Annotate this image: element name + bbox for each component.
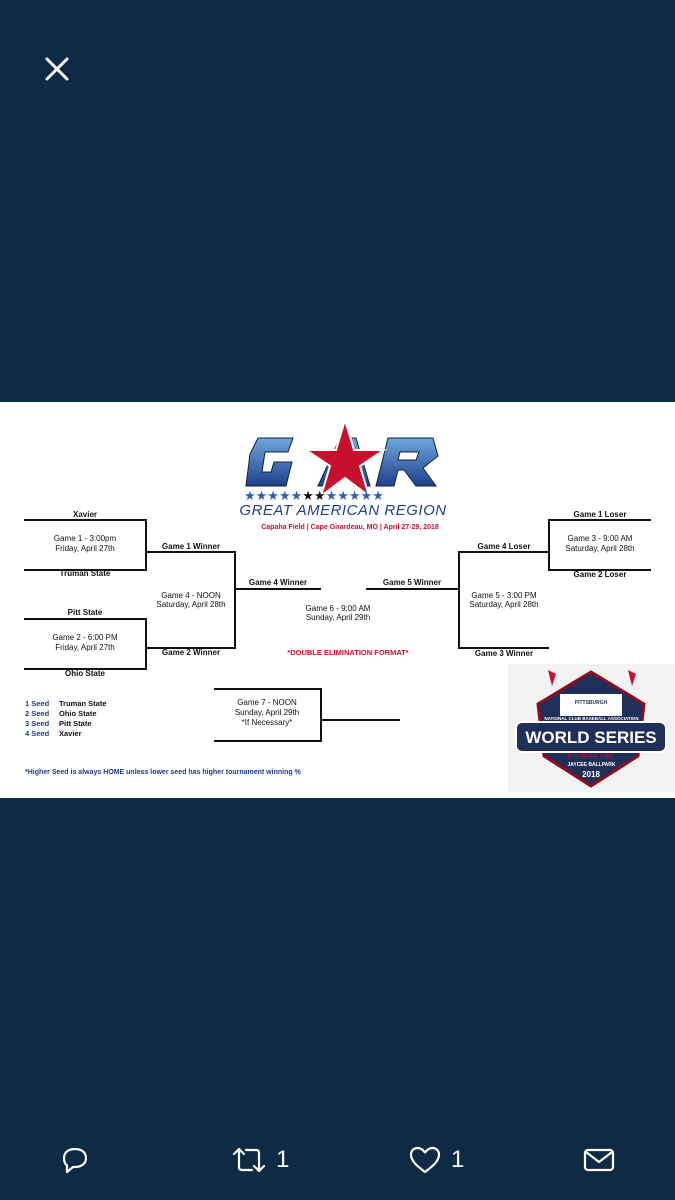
game5-label: Game 5 - 3:00 PM — [471, 591, 537, 600]
mail-icon — [583, 1148, 615, 1172]
ws-year: 2018 — [582, 770, 600, 779]
game2-loser-label: Game 2 Loser — [573, 570, 627, 579]
line — [366, 588, 459, 590]
heart-icon — [409, 1146, 441, 1174]
team-truman-state: Truman State — [59, 569, 111, 578]
like-button[interactable]: 1 — [407, 1132, 464, 1188]
line — [548, 519, 550, 571]
line — [145, 519, 147, 571]
venue-subtitle: Capaha Field | Cape Girardeau, MO | Apri… — [261, 524, 439, 531]
like-count: 1 — [451, 1146, 465, 1173]
line — [145, 618, 147, 670]
game3-label: Game 3 - 9:00 AM — [567, 534, 633, 543]
line — [459, 551, 549, 553]
tweet-photo: ★★★★★★★★★★★★ GREAT AMERICAN REGION Capah… — [0, 402, 675, 798]
game3-date: Saturday, April 28th — [565, 544, 635, 553]
ws-assoc: NATIONAL CLUB BASEBALL ASSOCIATION — [544, 716, 639, 721]
line — [549, 519, 651, 521]
world-series-logo: PITTSBURGH NATIONAL CLUB BASEBALL ASSOCI… — [508, 664, 675, 792]
share-button[interactable] — [582, 1132, 616, 1188]
game1-winner-label: Game 1 Winner — [161, 542, 221, 551]
team-ohio-state: Ohio State — [64, 669, 105, 678]
line — [458, 551, 460, 649]
game7-label: Game 7 - NOON — [237, 698, 297, 707]
game5-date: Saturday, April 28th — [469, 600, 539, 609]
line — [235, 588, 321, 590]
line — [146, 647, 236, 649]
game3-winner-label: Game 3 Winner — [474, 649, 534, 658]
game5-winner-label: Game 5 Winner — [382, 578, 442, 587]
ws-top: PITTSBURGH — [574, 700, 608, 706]
footnote: *Higher Seed is always HOME unless lower… — [25, 769, 301, 776]
line — [146, 551, 236, 553]
gar-logo: ★★★★★★★★★★★★ GREAT AMERICAN REGION — [238, 416, 448, 526]
game7-date: Sunday, April 29th — [234, 708, 300, 717]
tweet-actions-bar: 1 1 — [0, 1132, 675, 1188]
game7-box — [214, 688, 322, 742]
game4-label: Game 4 - NOON — [161, 591, 221, 600]
line — [459, 647, 549, 649]
game2-date: Friday, April 27th — [55, 643, 115, 652]
game1-loser-label: Game 1 Loser — [573, 510, 627, 519]
line — [24, 668, 146, 670]
game2-winner-label: Game 2 Winner — [161, 648, 221, 657]
team-xavier: Xavier — [72, 510, 98, 519]
game4-winner-label: Game 4 Winner — [248, 578, 308, 587]
retweet-button[interactable]: 1 — [230, 1132, 289, 1188]
game1-label: Game 1 - 3:00pm — [53, 534, 117, 543]
logo-stars: ★★★★★★★★★★★★ — [244, 488, 384, 503]
game7-note: *If Necessary* — [241, 718, 293, 727]
game6-label: Game 6 - 9:00 AM — [305, 604, 371, 613]
close-button[interactable] — [36, 48, 78, 90]
reply-button[interactable] — [58, 1132, 92, 1188]
gar-logo-mark — [245, 416, 439, 499]
line — [234, 551, 236, 649]
ws-park: JAYCEE BALLPARK — [567, 762, 616, 768]
line — [549, 569, 651, 571]
ws-main: WORLD SERIES — [525, 728, 657, 747]
line — [24, 519, 146, 521]
ws-div: DIVISION TWO — [568, 754, 615, 760]
retweet-count: 1 — [276, 1146, 290, 1173]
reply-icon — [62, 1147, 88, 1174]
retweet-icon — [232, 1147, 266, 1173]
game4-loser-label: Game 4 Loser — [477, 542, 531, 551]
line — [24, 569, 146, 571]
game2-label: Game 2 - 6:00 PM — [52, 633, 118, 642]
format-note: *DOUBLE ELIMINATION FORMAT* — [287, 648, 409, 657]
line — [24, 618, 146, 620]
team-pitt-state: Pitt State — [67, 608, 103, 617]
game4-date: Saturday, April 28th — [156, 600, 226, 609]
logo-text: GREAT AMERICAN REGION — [239, 502, 447, 519]
line — [320, 719, 400, 721]
close-icon — [45, 57, 69, 81]
game6-date: Sunday, April 29th — [305, 613, 371, 622]
game1-date: Friday, April 27th — [55, 544, 115, 553]
